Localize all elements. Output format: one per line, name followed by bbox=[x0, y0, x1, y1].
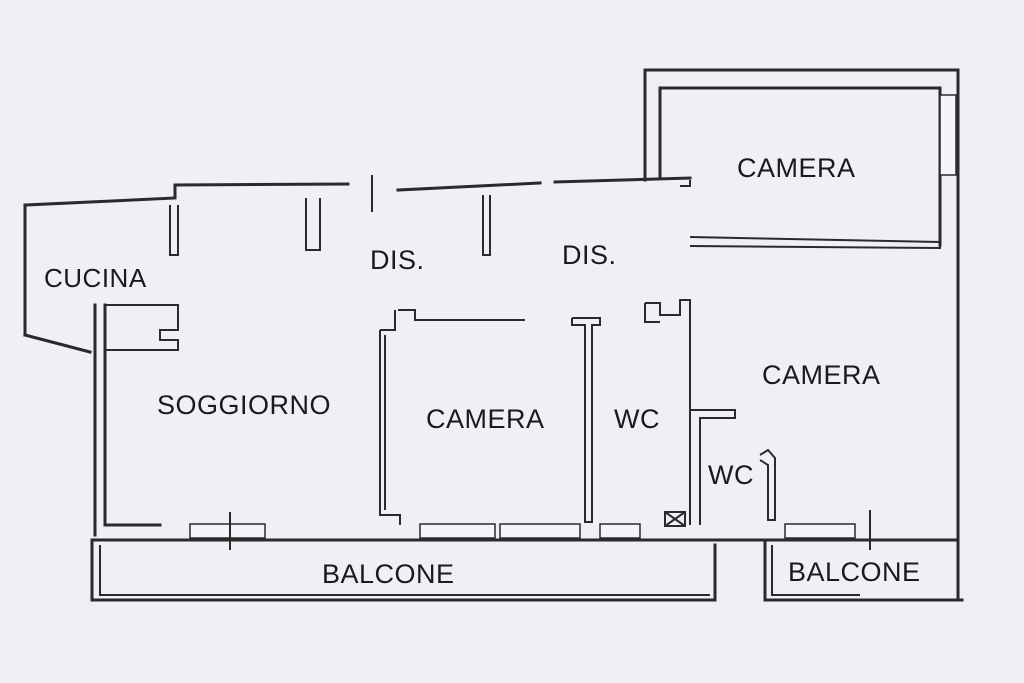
outer-walls bbox=[23, 68, 960, 602]
room-label-cucina: CUCINA bbox=[44, 263, 147, 293]
interior-walls bbox=[105, 180, 941, 527]
windows bbox=[189, 175, 871, 550]
room-label-camera-right: CAMERA bbox=[762, 360, 881, 390]
room-label-soggiorno: SOGGIORNO bbox=[157, 390, 332, 420]
room-label-camera-top: CAMERA bbox=[737, 153, 856, 183]
room-label-wc-center: WC bbox=[614, 404, 660, 434]
balconies bbox=[90, 538, 964, 602]
room-label-dis-right: DIS. bbox=[562, 240, 617, 270]
room-label-balcone-right: BALCONE bbox=[788, 557, 921, 587]
room-label-wc-small: WC bbox=[708, 460, 754, 490]
room-label-camera-center: CAMERA bbox=[426, 404, 545, 434]
room-label-dis-left: DIS. bbox=[370, 245, 425, 275]
room-label-balcone-main: BALCONE bbox=[322, 559, 455, 589]
